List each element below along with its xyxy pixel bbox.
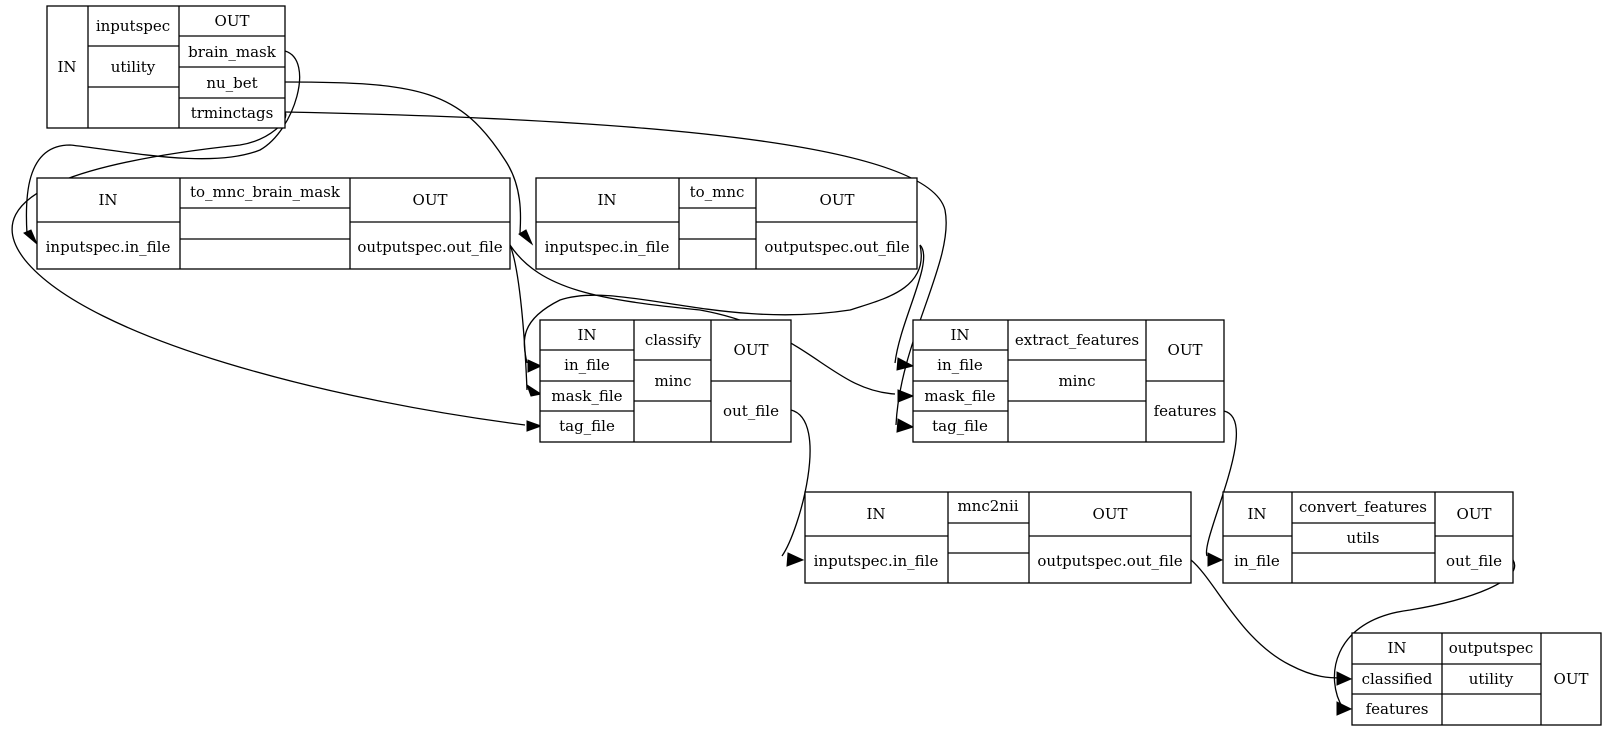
node-title: mnc2nii xyxy=(957,497,1018,515)
edge-trminctags-to-classify-tag-file xyxy=(11,111,526,426)
arrowhead xyxy=(1207,552,1224,567)
arrowhead xyxy=(1336,671,1353,686)
edge-brain-mask-out-to-classify-mask xyxy=(509,244,528,391)
arrowhead xyxy=(518,229,534,246)
port-inputspec-in-file[interactable]: inputspec.in_file xyxy=(814,552,939,570)
port-inputspec-in-file[interactable]: inputspec.in_file xyxy=(46,238,171,256)
port-inputspec-in-file[interactable]: inputspec.in_file xyxy=(545,238,670,256)
node-in-label: IN xyxy=(597,191,616,209)
node-title: classify xyxy=(645,331,702,349)
port-tag-file[interactable]: tag_file xyxy=(559,417,615,435)
node-title: outputspec xyxy=(1449,639,1534,657)
node-type: utils xyxy=(1347,529,1380,547)
edge-to-mnc-out-to-extract-in xyxy=(894,244,925,364)
node-out-label: OUT xyxy=(1554,670,1589,688)
node-out-label: OUT xyxy=(1457,505,1492,523)
arrowhead xyxy=(896,418,915,433)
port-tag-file[interactable]: tag_file xyxy=(932,417,988,435)
node-type: minc xyxy=(1058,372,1095,390)
node-title: convert_features xyxy=(1299,498,1427,516)
arrowhead xyxy=(23,229,38,245)
port-outputspec-out-file[interactable]: outputspec.out_file xyxy=(1037,552,1182,570)
edge-mnc2nii-out-to-outputspec-classified xyxy=(1190,559,1344,679)
port-features[interactable]: features xyxy=(1366,700,1429,718)
node-extract-features[interactable]: IN extract_features minc OUT in_file mas… xyxy=(912,319,1225,443)
arrowhead xyxy=(1336,701,1353,716)
node-type: minc xyxy=(654,372,691,390)
edge-nu-bet-to-mnc xyxy=(284,81,522,235)
arrowhead xyxy=(526,383,543,397)
port-mask-file[interactable]: mask_file xyxy=(924,387,995,405)
node-type: utility xyxy=(1469,670,1514,688)
arrowhead xyxy=(897,389,915,403)
node-type: utility xyxy=(111,58,156,76)
node-mnc2nii[interactable]: IN mnc2nii OUT inputspec.in_file outputs… xyxy=(804,491,1192,584)
node-in-label: IN xyxy=(577,326,596,344)
node-in-label: IN xyxy=(98,191,117,209)
port-trminctags[interactable]: trminctags xyxy=(191,104,274,122)
edge-classify-out-to-mnc2nii xyxy=(781,409,811,557)
port-in-file[interactable]: in_file xyxy=(937,356,983,374)
node-in-label: IN xyxy=(950,326,969,344)
arrowhead xyxy=(526,420,543,432)
node-title: extract_features xyxy=(1015,331,1139,349)
node-out-label: OUT xyxy=(1168,341,1203,359)
node-to-mnc-brain-mask[interactable]: IN to_mnc_brain_mask OUT inputspec.in_fi… xyxy=(36,177,511,270)
node-convert-features[interactable]: IN convert_features utils OUT in_file ou… xyxy=(1222,491,1514,584)
node-outputspec[interactable]: IN outputspec utility OUT classified fea… xyxy=(1351,632,1602,726)
port-in-file[interactable]: in_file xyxy=(1234,552,1280,570)
node-out-label: OUT xyxy=(413,191,448,209)
edge-to-mnc-out-to-classify-in xyxy=(523,244,922,364)
edge-brain-mask-out-to-extract-mask xyxy=(509,244,896,395)
arrowhead xyxy=(786,552,805,567)
node-out-label: OUT xyxy=(820,191,855,209)
node-in-label: IN xyxy=(57,58,76,76)
node-title: to_mnc xyxy=(690,183,745,201)
port-out-file[interactable]: out_file xyxy=(1446,552,1502,570)
node-inputspec[interactable]: IN inputspec utility OUT brain_mask nu_b… xyxy=(46,5,286,129)
port-in-file[interactable]: in_file xyxy=(564,356,610,374)
node-out-label: OUT xyxy=(215,12,250,30)
node-out-label: OUT xyxy=(734,341,769,359)
node-to-mnc[interactable]: IN to_mnc OUT inputspec.in_file outputsp… xyxy=(535,177,918,270)
port-mask-file[interactable]: mask_file xyxy=(551,387,622,405)
port-classified[interactable]: classified xyxy=(1362,670,1433,688)
node-in-label: IN xyxy=(1247,505,1266,523)
node-title: inputspec xyxy=(96,17,170,35)
port-outputspec-out-file[interactable]: outputspec.out_file xyxy=(764,238,909,256)
port-outputspec-out-file[interactable]: outputspec.out_file xyxy=(357,238,502,256)
arrowhead xyxy=(527,359,543,373)
node-in-label: IN xyxy=(866,505,885,523)
node-in-label: IN xyxy=(1387,639,1406,657)
node-out-label: OUT xyxy=(1093,505,1128,523)
port-features[interactable]: features xyxy=(1154,402,1217,420)
edge-features-to-convert-features xyxy=(1205,410,1237,557)
node-classify[interactable]: IN classify minc OUT in_file mask_file t… xyxy=(539,319,792,443)
node-title: to_mnc_brain_mask xyxy=(190,183,341,201)
arrowhead xyxy=(896,357,915,371)
edge-brain-mask-to-mnc-brain-mask xyxy=(25,50,301,235)
port-nu-bet[interactable]: nu_bet xyxy=(206,74,257,92)
port-out-file[interactable]: out_file xyxy=(723,402,779,420)
port-brain-mask[interactable]: brain_mask xyxy=(188,43,277,61)
